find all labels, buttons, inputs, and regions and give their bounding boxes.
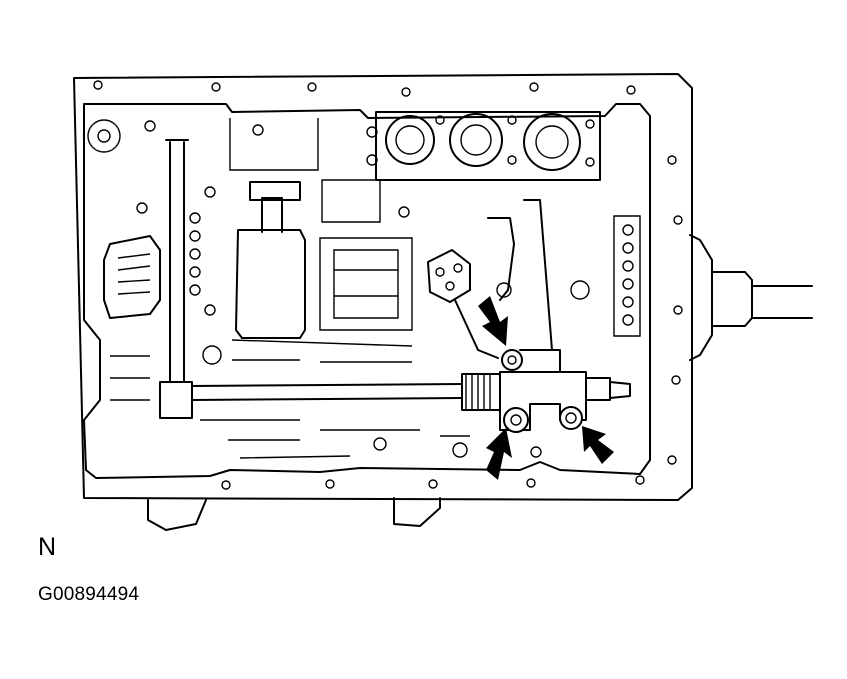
valve-body-outline	[83, 103, 651, 479]
oil-tube-left	[159, 139, 193, 419]
bracket-bolt-lower-right	[559, 406, 583, 430]
figure-code-label: G00894494	[38, 584, 140, 605]
callout-arrow-lower-right	[582, 426, 614, 464]
callout-arrow-lower-left	[486, 428, 512, 480]
bottom-tabs	[147, 497, 441, 531]
left-strainer	[87, 119, 161, 319]
case-outline	[73, 73, 693, 501]
manual-valve-rod	[191, 373, 501, 411]
detent-lever	[427, 199, 553, 359]
bracket-bolt-lower-left	[503, 407, 529, 433]
view-letter-label: N	[38, 533, 57, 561]
solenoid-block	[229, 118, 319, 339]
callout-arrow-top	[478, 296, 508, 346]
accumulators	[366, 111, 601, 181]
output-shaft	[689, 234, 813, 361]
fluid-channels	[110, 179, 413, 401]
bracket-bolt-top	[501, 349, 523, 371]
lower-details	[200, 419, 542, 459]
case-bolts	[93, 80, 683, 490]
left-hole-column	[189, 186, 222, 365]
right-hole-column	[570, 215, 641, 337]
